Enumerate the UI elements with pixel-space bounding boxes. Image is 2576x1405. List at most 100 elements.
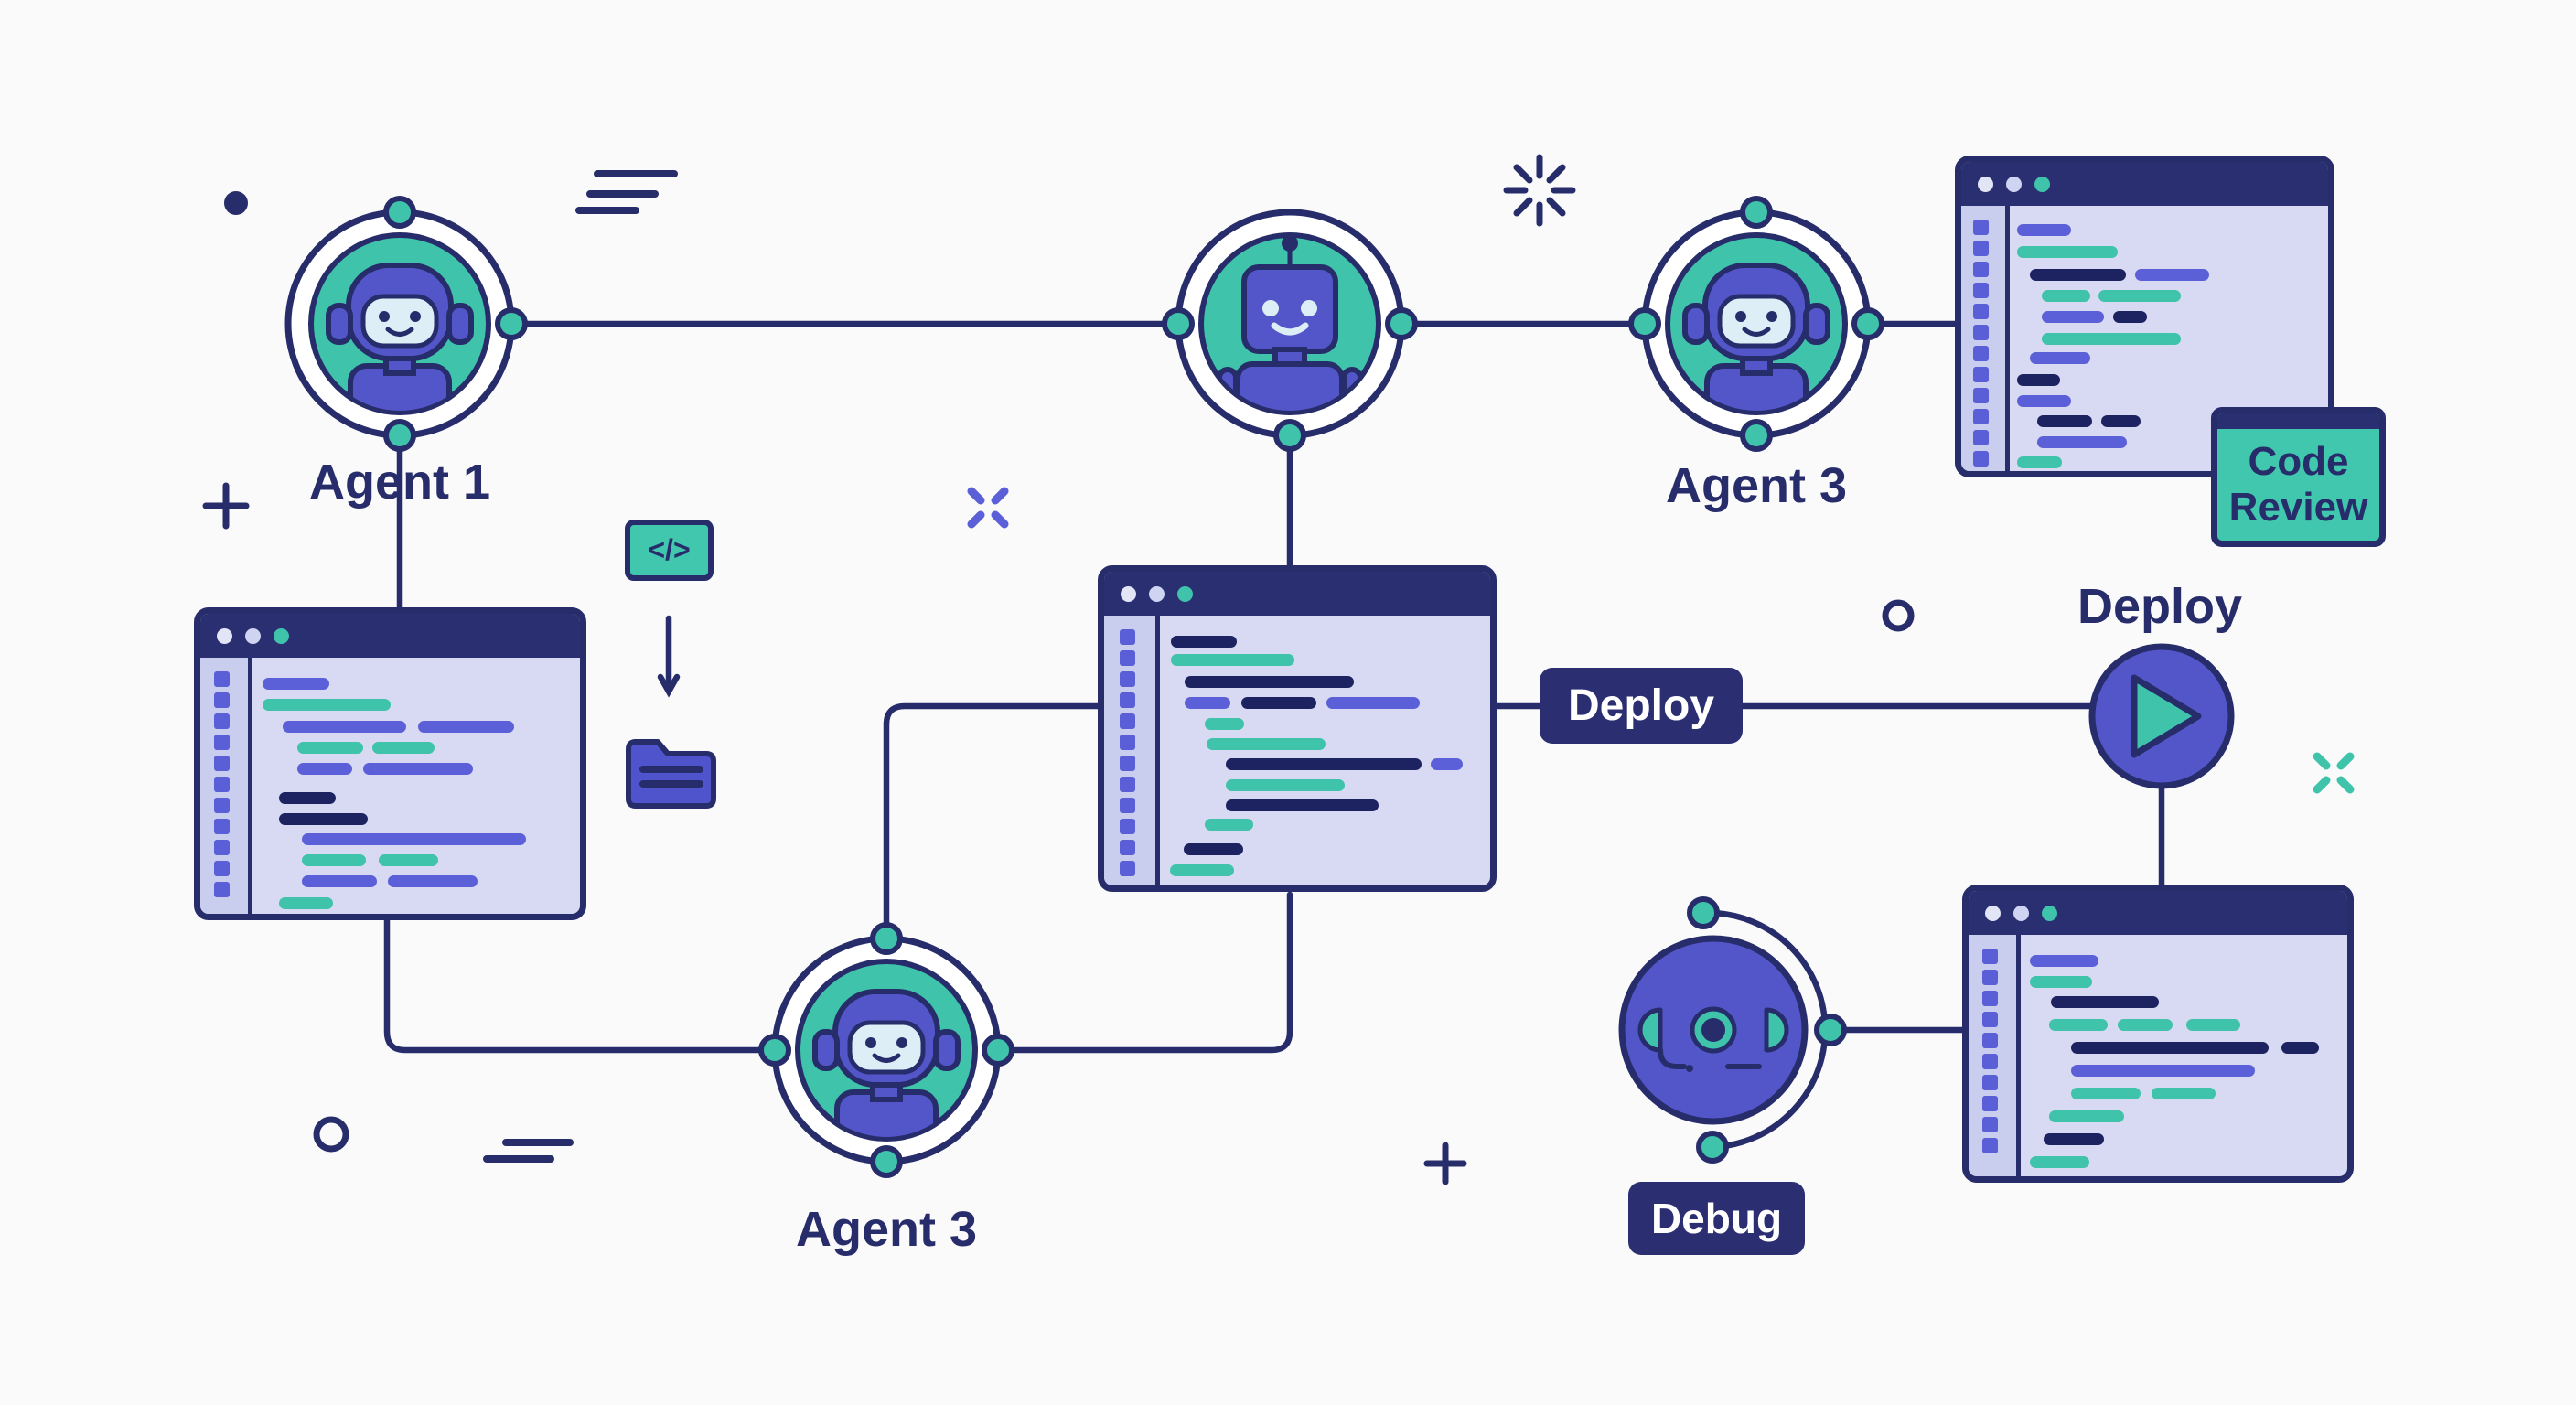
code-line [279,792,336,804]
gutter-square [214,777,230,792]
deploy-caption: Deploy [2077,579,2243,634]
code-review-label-line2: Review [2228,485,2368,530]
gutter-square [214,840,230,855]
code-line [2037,436,2127,448]
titlebar-dot[interactable] [2013,905,2029,921]
code-line [279,897,333,909]
code-window-center [1098,565,1497,892]
code-review-label-line1: Code [2248,439,2349,484]
code-review-badge: Code Review [2211,407,2386,547]
code-line [1226,799,1379,811]
code-line [2152,1088,2216,1099]
code-line [2051,996,2159,1008]
gutter-square [1973,388,1989,403]
titlebar-dot[interactable] [217,627,232,644]
code-line [1170,864,1234,876]
code-line [2186,1019,2240,1031]
code-line [2017,395,2071,407]
gutter-square [1120,735,1135,750]
gutter-square [1982,1138,1998,1153]
window-titlebar [200,614,580,658]
code-line [1171,636,1237,648]
badge-titlebar [2217,413,2379,429]
gutter-square [1120,629,1135,645]
gutter-square [214,882,230,897]
code-line [2017,456,2062,468]
gutter-square [1973,451,1989,467]
gutter-square [1120,861,1135,876]
code-line [2017,224,2071,236]
titlebar-dot[interactable] [1985,905,2001,921]
agent1-label: Agent 1 [308,455,491,509]
code-line [2113,311,2147,323]
code-line [1185,676,1354,688]
code-line [1226,779,1345,791]
gutter-square [214,692,230,708]
titlebar-dot[interactable] [1177,585,1193,602]
gutter-square [1973,283,1989,298]
code-line [1207,738,1326,750]
debug-button[interactable]: Debug [1628,1182,1805,1255]
gutter-square [214,861,230,876]
code-line [2098,290,2181,302]
gutter-square [214,798,230,813]
code-line [379,854,438,866]
gutter-square [1973,304,1989,319]
code-line [297,763,352,775]
gutter-square [1120,650,1135,666]
gutter-square [1120,777,1135,792]
code-line [283,721,406,733]
gutter-square [1982,1117,1998,1132]
gutter-square [1973,262,1989,277]
titlebar-dot[interactable] [1121,585,1136,602]
gutter-square [214,756,230,771]
agent3-bottom-label: Agent 3 [795,1202,978,1257]
code-line [2071,1065,2255,1077]
gutter-square [1120,819,1135,834]
code-line [2030,976,2092,988]
titlebar-dot[interactable] [1978,176,1993,192]
gutter-square [1982,1012,1998,1027]
code-line [1171,654,1294,666]
titlebar-dot[interactable] [1149,585,1165,602]
gutter-square [214,735,230,750]
code-line [2037,415,2092,427]
gutter-square [1973,241,1989,256]
code-line [418,721,514,733]
code-line [2101,415,2141,427]
code-line [263,678,329,690]
deploy-button[interactable]: Deploy [1540,668,1743,744]
code-line [2135,269,2209,281]
code-line [2042,333,2181,345]
gutter-square [1982,1075,1998,1090]
line-number-gutter [1961,206,2010,471]
code-line [2281,1042,2319,1054]
gutter-square [1120,692,1135,708]
gutter-square [1120,840,1135,855]
titlebar-dot[interactable] [274,627,289,644]
titlebar-dot[interactable] [2042,905,2057,921]
code-line [2017,374,2060,386]
titlebar-dot[interactable] [2034,176,2050,192]
gutter-square [214,713,230,729]
gutter-square [1982,1096,1998,1111]
code-line [1431,758,1463,770]
code-line [1226,758,1422,770]
code-line [1205,819,1253,831]
window-titlebar [1961,162,2328,206]
gutter-square [1982,949,1998,964]
code-line [1205,718,1244,730]
gutter-square [1982,1033,1998,1048]
gutter-square [1982,991,1998,1006]
code-line [2118,1019,2173,1031]
code-window-left [194,607,586,920]
line-number-gutter [1104,616,1160,885]
gutter-square [1973,430,1989,445]
titlebar-dot[interactable] [2006,176,2022,192]
titlebar-dot[interactable] [245,627,261,644]
gutter-square [1973,367,1989,382]
gutter-square [1982,970,1998,985]
deploy-button-label: Deploy [1567,681,1715,730]
gutter-square [214,819,230,834]
